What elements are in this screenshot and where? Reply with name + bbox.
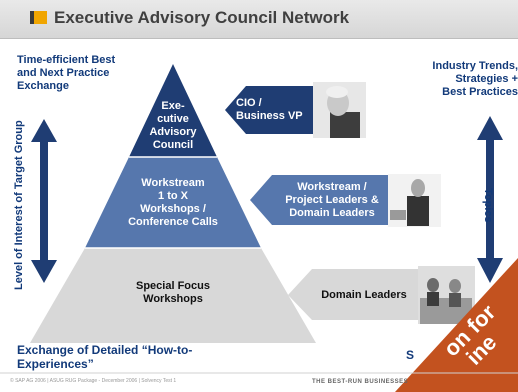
footer-copyright: © SAP AG 2006 | ASUG RUG Package - Decem… bbox=[10, 378, 177, 384]
role-top-label: CIO / Business VP bbox=[236, 97, 303, 122]
page-title: Executive Advisory Council Network bbox=[54, 8, 350, 27]
pyramid-bottom bbox=[30, 248, 316, 343]
right-axis-label: Topics bbox=[482, 188, 494, 223]
header-accent-icon bbox=[30, 11, 34, 24]
stamp-overlay bbox=[395, 258, 518, 392]
left-axis-label: Level of Interest of Target Group bbox=[13, 120, 25, 290]
pyramid-top-label: Exe- cutive Advisory Council bbox=[149, 100, 197, 151]
bottom-left-text: Exchange of Detailed “How-to- Experience… bbox=[17, 343, 193, 371]
bottom-right-partial-text: S bbox=[406, 348, 415, 362]
footer-tagline: THE BEST-RUN BUSINESSES bbox=[312, 379, 409, 385]
arrow-middle bbox=[250, 175, 388, 225]
pyramid-bottom-label: Special Focus Workshops bbox=[136, 280, 210, 305]
pyramid-top bbox=[129, 64, 217, 157]
arrow-top bbox=[225, 86, 314, 134]
pyramid-middle bbox=[85, 157, 261, 248]
header-square-icon bbox=[34, 11, 47, 24]
cio-photo bbox=[313, 82, 366, 138]
arrow-bottom bbox=[288, 269, 418, 320]
workstream-photo bbox=[388, 174, 441, 227]
role-middle-label: Workstream / Project Leaders & Domain Le… bbox=[285, 181, 379, 219]
pyramid-middle-label: Workstream 1 to X Workshops / Conference… bbox=[128, 177, 218, 228]
right-double-arrow bbox=[477, 116, 503, 283]
role-bottom-label: Domain Leaders bbox=[321, 289, 407, 301]
top-left-text: Time-efficient Best and Next Practice Ex… bbox=[17, 54, 116, 92]
top-right-text: Industry Trends, Strategies + Best Pract… bbox=[432, 60, 518, 98]
left-double-arrow bbox=[31, 119, 57, 283]
header-bar bbox=[0, 0, 518, 39]
